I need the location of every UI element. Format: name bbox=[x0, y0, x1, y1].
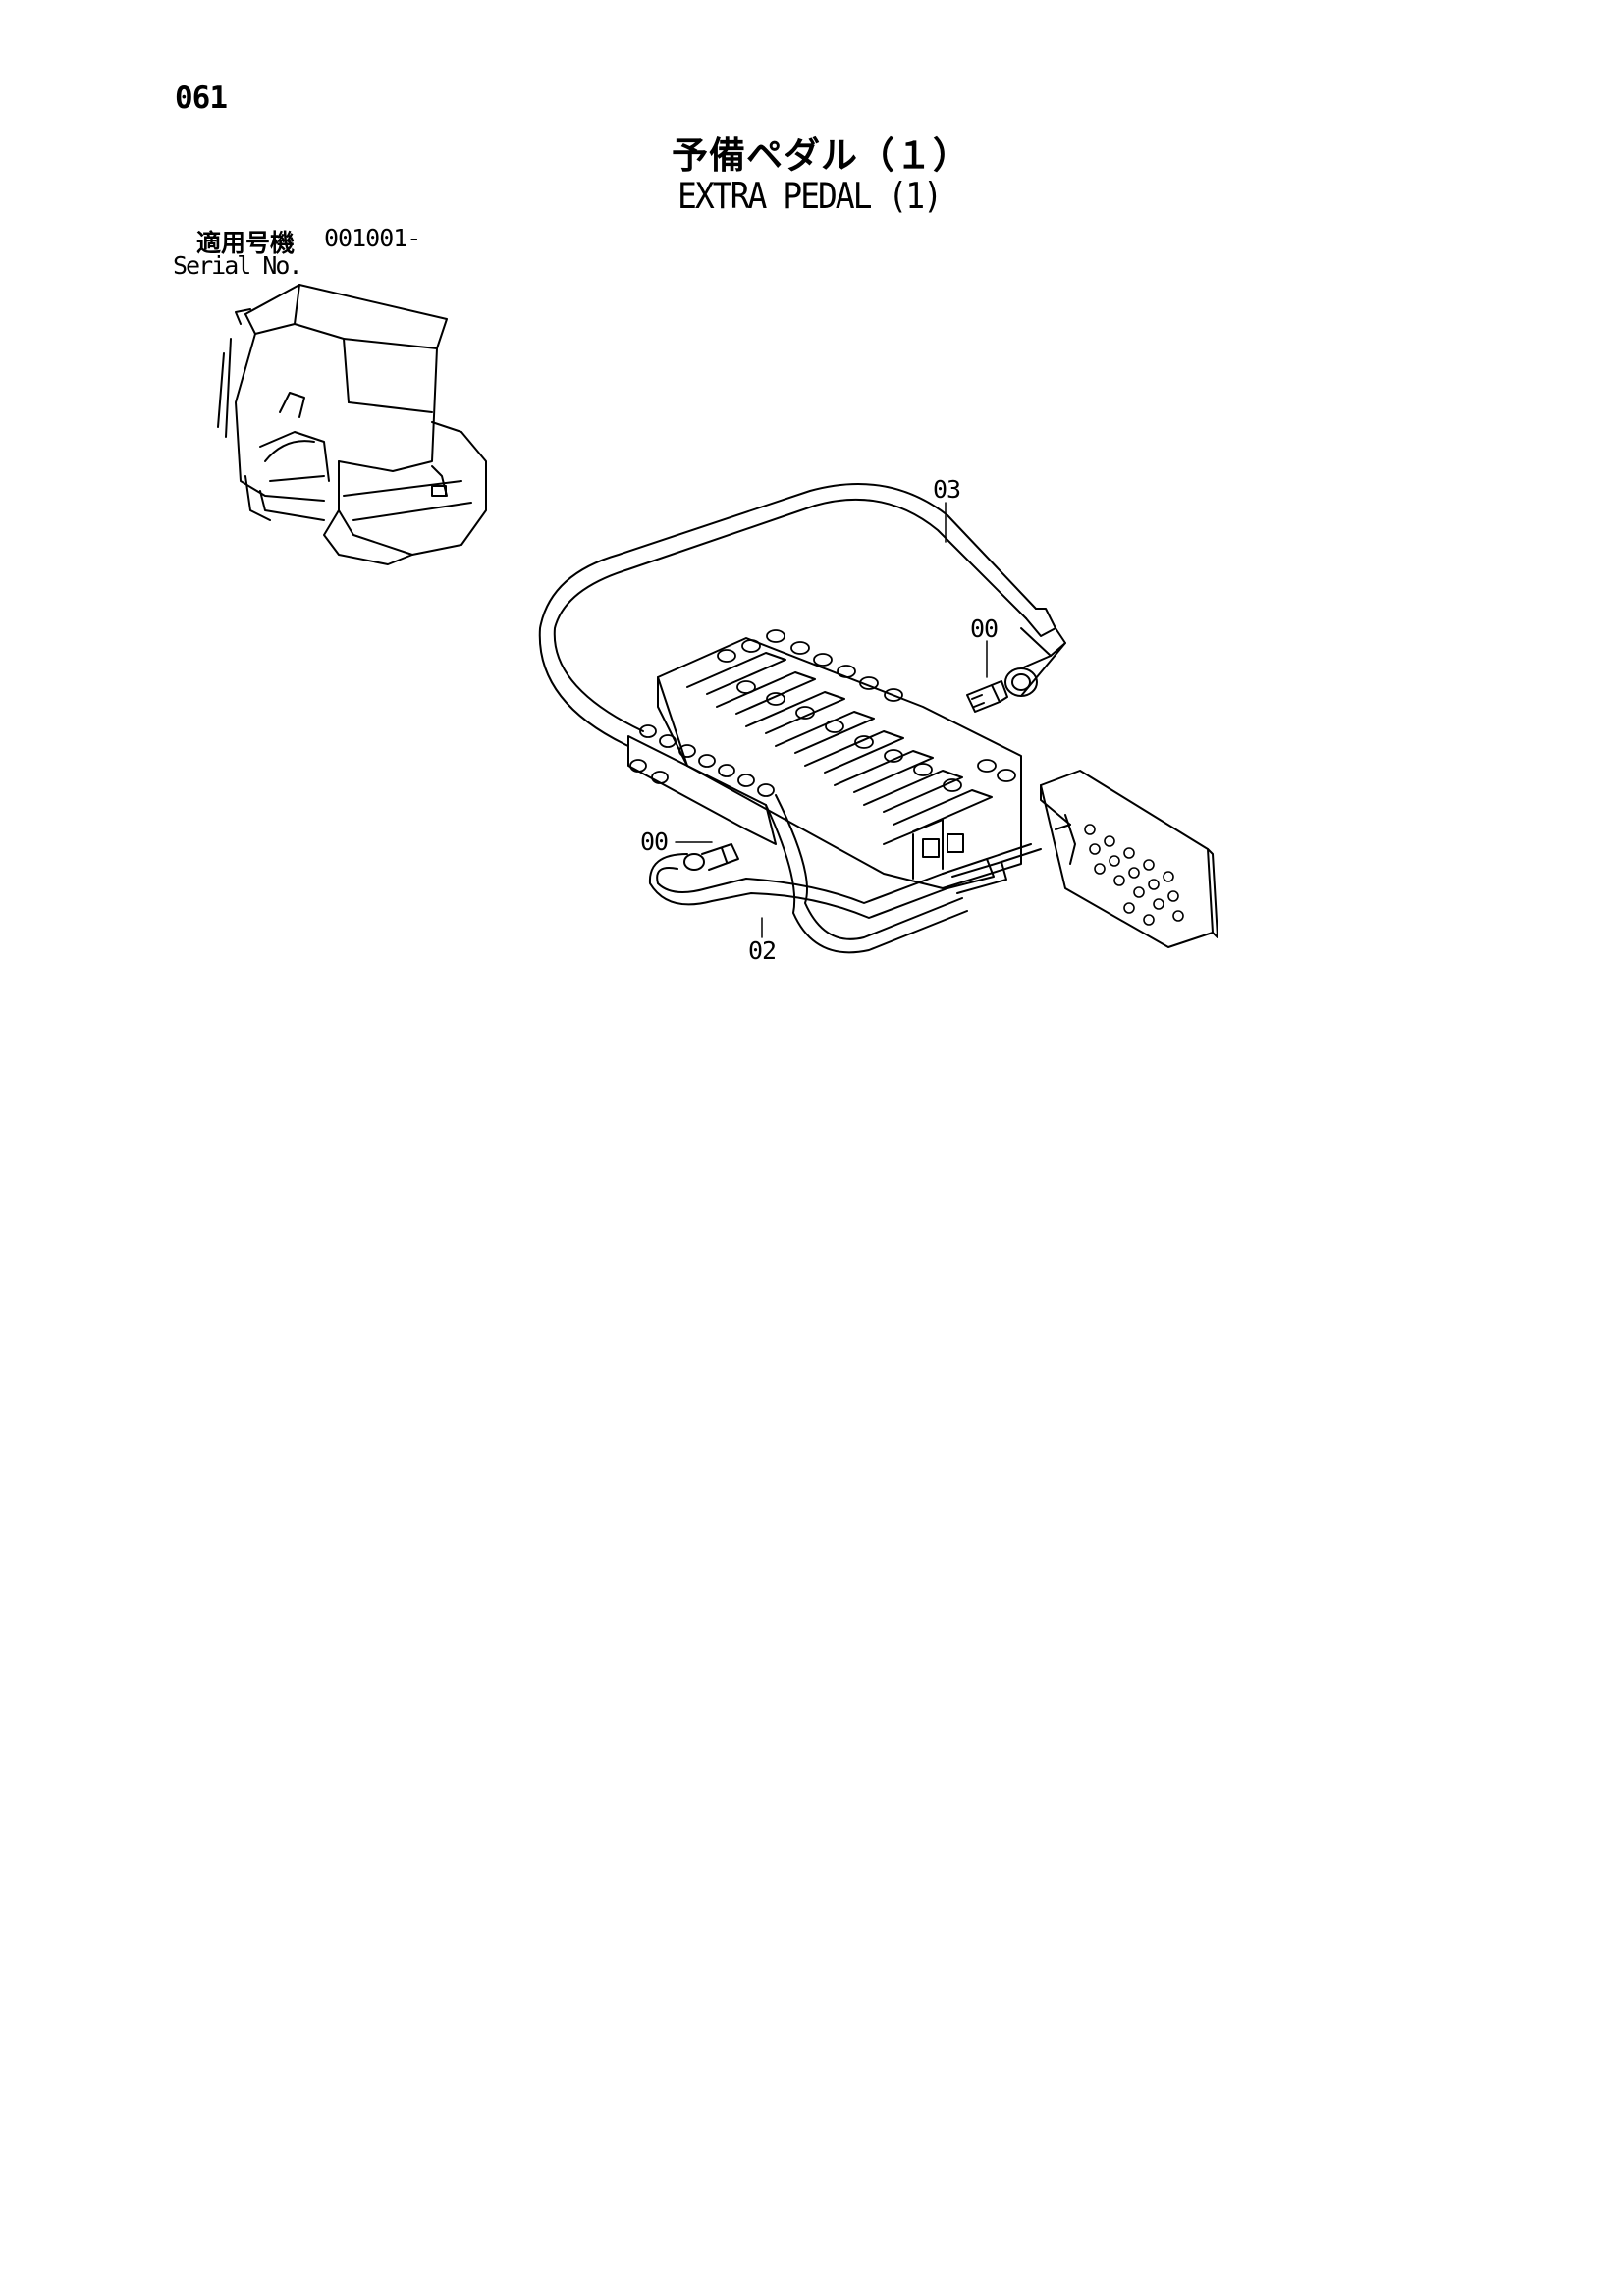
pedal-bracket-illustration bbox=[1040, 770, 1218, 948]
machine-overview-illustration bbox=[217, 284, 487, 565]
page-title-english: EXTRA PEDAL (1) bbox=[677, 175, 943, 217]
callout-02: 02 bbox=[748, 936, 777, 965]
hose-03-illustration bbox=[538, 482, 1066, 954]
fitting-00-right-illustration bbox=[966, 680, 1008, 713]
callout-00-right: 00 bbox=[970, 614, 999, 643]
serial-range: 001001- bbox=[324, 224, 421, 252]
callout-03: 03 bbox=[933, 475, 961, 504]
spool-caps-illustration bbox=[629, 629, 1016, 797]
callout-00-left: 00 bbox=[640, 828, 669, 856]
hose-02-illustration bbox=[648, 843, 1042, 919]
callout-leaders bbox=[675, 502, 988, 938]
serial-label-japanese: 適用号機 bbox=[196, 229, 296, 257]
page-title-japanese: 予備ペダル（１） bbox=[672, 134, 970, 177]
page-number: 061 bbox=[175, 80, 228, 116]
control-valve-block-illustration bbox=[627, 637, 1022, 889]
serial-label-english: Serial No. bbox=[173, 251, 303, 280]
pedal-bracket-holes bbox=[1084, 824, 1184, 926]
